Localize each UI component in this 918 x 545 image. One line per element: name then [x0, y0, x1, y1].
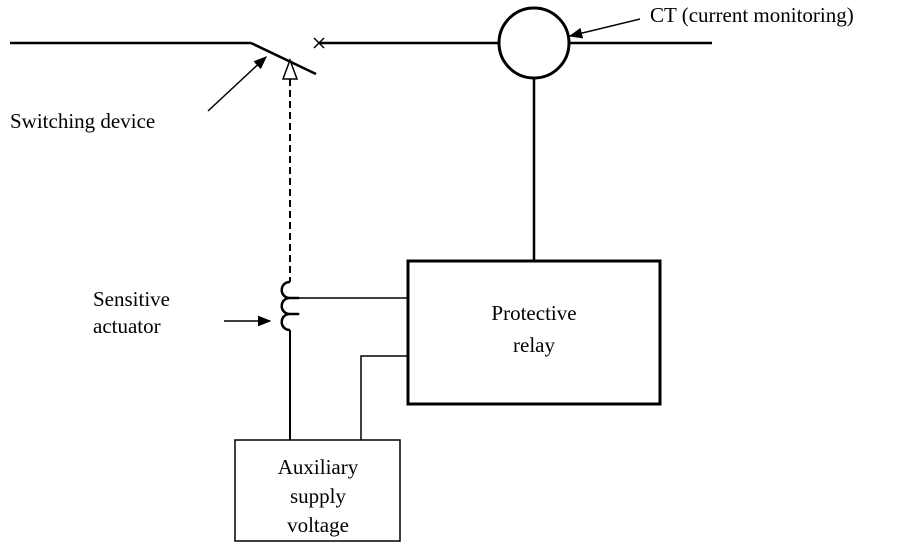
supply-to-relay-wire — [360, 355, 408, 440]
switching-device-label: Switching device — [10, 109, 155, 133]
actuator-coil-icon — [280, 280, 300, 332]
protective-relay-label-line2: relay — [513, 333, 555, 357]
ct-pointer-arrow — [568, 18, 641, 39]
ct-label: CT (current monitoring) — [650, 3, 854, 27]
auxiliary-supply-box — [234, 439, 401, 542]
switching-device-pointer-arrow — [207, 56, 267, 112]
aux-supply-label-line1: Auxiliary — [278, 455, 359, 479]
current-transformer-icon — [497, 6, 571, 80]
protective-relay-box — [406, 259, 662, 406]
protective-relay-label-line1: Protective — [491, 301, 576, 325]
sensitive-actuator-label-line1: Sensitive — [93, 287, 170, 311]
sensitive-actuator-label-line2: actuator — [93, 314, 161, 338]
aux-supply-label-line2: supply — [290, 484, 347, 508]
aux-supply-label-line3: voltage — [287, 513, 349, 537]
switch-blade — [250, 41, 317, 76]
